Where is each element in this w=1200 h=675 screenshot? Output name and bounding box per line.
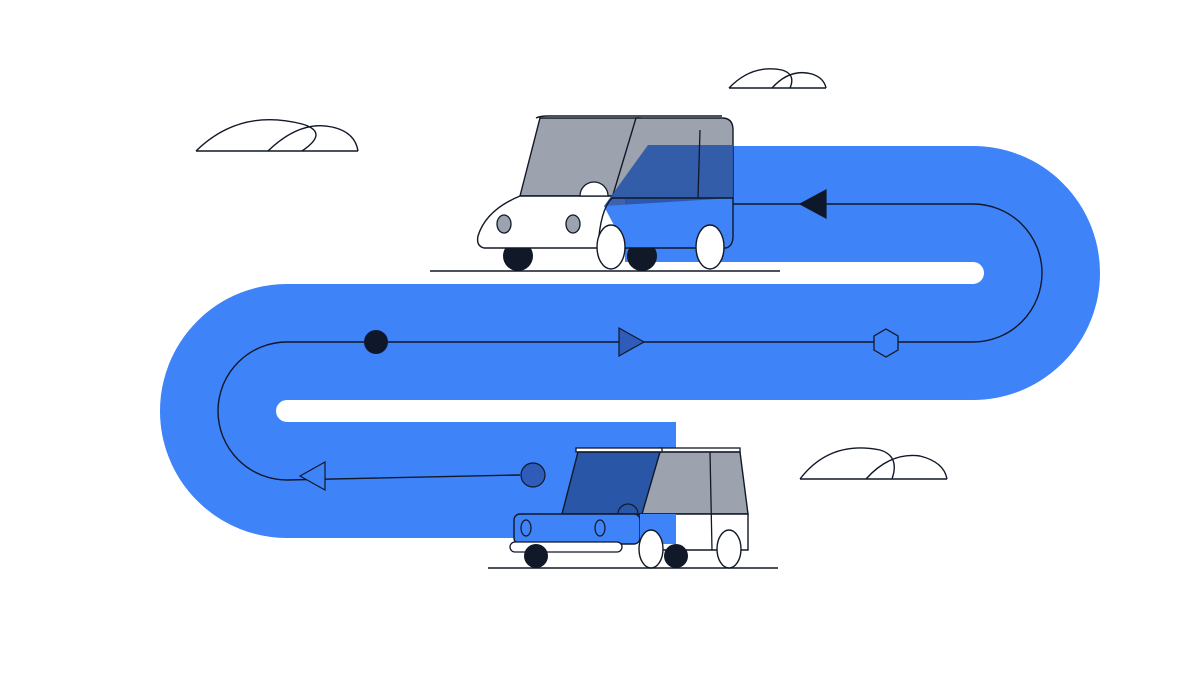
- arrow-left-marker-top: [798, 188, 827, 220]
- arrow-right-marker: [618, 326, 646, 358]
- station-wagon: [488, 447, 778, 569]
- cloud-top-right: [728, 68, 827, 89]
- route-markers: [298, 188, 899, 492]
- cloud-bottom-right: [799, 447, 948, 480]
- dot-marker-dark: [364, 330, 388, 354]
- dot-marker-blue: [520, 462, 546, 488]
- cloud-top-left: [195, 118, 359, 152]
- van: [430, 115, 780, 272]
- hexagon-marker: [873, 328, 899, 358]
- arrow-left-marker-bottom: [298, 460, 326, 492]
